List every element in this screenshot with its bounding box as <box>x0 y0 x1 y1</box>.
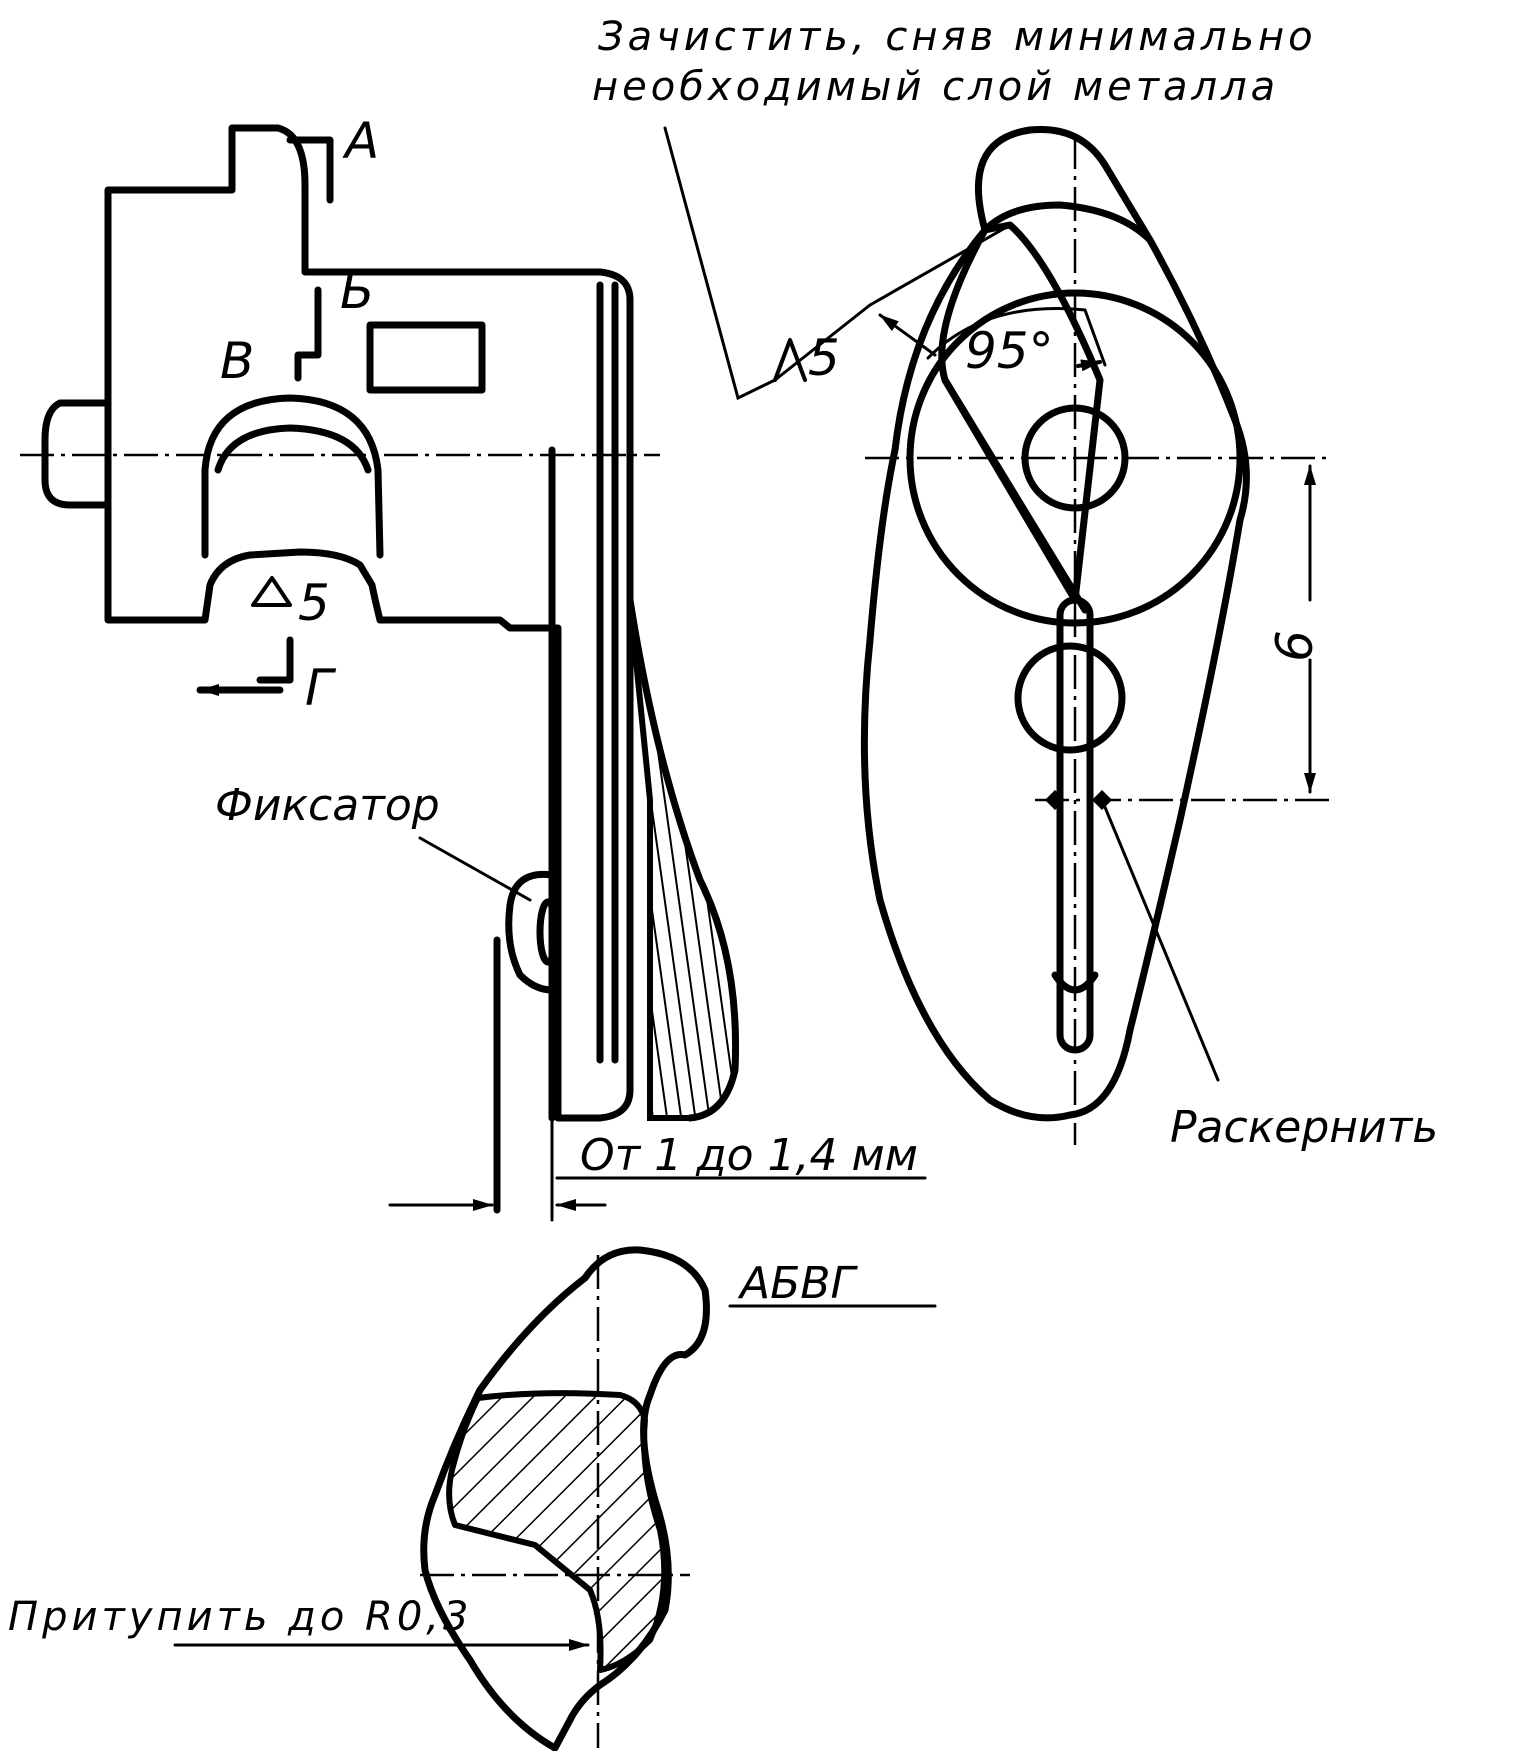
right-view-cut-line <box>941 376 1089 614</box>
angle-value: 95° <box>965 322 1054 380</box>
section-view: АБВГ <box>420 1246 937 1751</box>
section-mark-a: А <box>342 112 379 170</box>
left-view <box>20 124 740 1214</box>
left-view-boss <box>41 399 112 509</box>
left-view-cut-marks <box>196 136 334 696</box>
section-mark-v: В <box>220 332 254 390</box>
blunt-note: Притупить до R0,3 <box>8 1594 472 1640</box>
thickness-note: От 1 до 1,4 мм <box>580 1130 918 1181</box>
angle-dimension <box>868 226 1107 372</box>
right-view-outline <box>860 125 1250 1122</box>
section-hatched-area <box>446 1390 668 1673</box>
left-view-arch-inner <box>214 424 372 474</box>
right-view <box>860 125 1330 1145</box>
center-punch-label: Раскернить <box>1170 1102 1438 1153</box>
clean-note-line-1: Зачистить, сняв минимально <box>598 14 1317 60</box>
center-punch-marks <box>1045 790 1112 810</box>
section-title: АБВГ <box>737 1258 858 1309</box>
right-view-upper-lobe <box>981 201 1154 244</box>
roughness-symbol-left: 5 <box>251 574 330 632</box>
section-mark-g: Г <box>305 659 337 717</box>
right-view-lever-arm <box>938 221 1104 604</box>
fixator-leader <box>418 836 532 902</box>
height-value: 9 <box>1263 630 1321 662</box>
right-view-lower-hole <box>1014 642 1126 754</box>
roughness-value-left: 5 <box>298 574 330 632</box>
roughness-value-right: 5 <box>808 329 840 387</box>
left-view-window <box>366 321 486 394</box>
section-outline <box>420 1246 710 1751</box>
fixator-part <box>493 870 560 1214</box>
fixator-label: Фиксатор <box>215 780 440 831</box>
thickness-dimension <box>388 1118 927 1222</box>
left-view-arch-outer <box>201 394 384 559</box>
left-view-grip-edge <box>626 596 740 1122</box>
section-mark-b: Б <box>340 262 374 320</box>
center-punch-leader <box>1100 798 1220 1082</box>
roughness-symbol-right: 5 <box>663 126 872 401</box>
left-view-body-outline <box>104 124 634 1122</box>
clean-note-line-2: необходимый слой металла <box>592 64 1279 110</box>
